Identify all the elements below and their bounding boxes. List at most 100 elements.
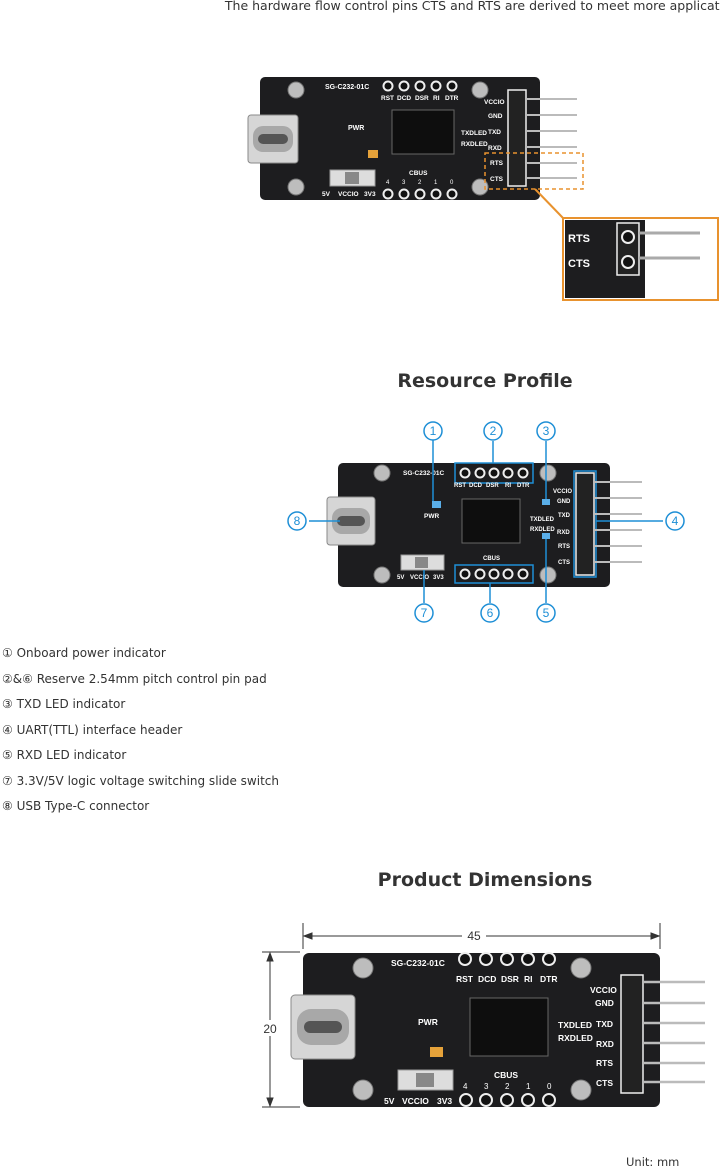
board-3-switch-label: VCCIO xyxy=(402,1096,429,1106)
product-dimensions-title: Product Dimensions xyxy=(377,869,593,891)
board-2-chip xyxy=(461,498,521,544)
zoom-pin-label: RTS xyxy=(568,233,590,245)
board-3-model-label: SG-C232-01C xyxy=(391,958,445,968)
board-3-header xyxy=(620,974,644,1094)
board-2-top-pin-label: RI xyxy=(505,483,511,489)
board-1-cbus-label: CBUS xyxy=(409,170,428,177)
board-2-side-pin-label: CTS xyxy=(558,560,570,566)
board-2-header xyxy=(575,472,595,576)
board-2-top-pin-label: RST xyxy=(454,483,466,489)
board-1-model-label: SG-C232-01C xyxy=(325,84,369,91)
board-3-screw-icon xyxy=(352,957,374,979)
board-2-model-label: SG-C232-01C xyxy=(403,470,444,477)
board-3-screw-icon xyxy=(570,957,592,979)
board-2-led-label: RXDLED xyxy=(530,527,555,533)
board-3-side-pin-label: VCCIO xyxy=(590,985,617,995)
board-3-side-pin-label: RTS xyxy=(596,1058,613,1068)
board-2-switch-label: 3V3 xyxy=(433,575,444,581)
board-1-switch-label: 5V xyxy=(322,191,331,198)
callout-5: 5 xyxy=(543,606,550,620)
board-3-side-pin-label: CTS xyxy=(596,1078,613,1088)
board-2-cbus-label: CBUS xyxy=(483,556,500,562)
board-1-cbus-pin-label: 3 xyxy=(402,180,406,186)
board-1-screw-icon xyxy=(471,81,489,99)
board-1-cbus-pin-label: 2 xyxy=(418,180,422,186)
callout-1: 1 xyxy=(430,424,437,438)
board-1-side-pin-label: RTS xyxy=(490,160,504,167)
feature-item: ① Onboard power indicator xyxy=(2,646,166,660)
board-3-led-label: RXDLED xyxy=(558,1033,593,1043)
board-3-side-pin-label: GND xyxy=(595,998,614,1008)
board-2-side-pin-label: GND xyxy=(557,499,571,505)
board-1-top-pin-label: DCD xyxy=(397,95,411,102)
callout-box-2 xyxy=(454,462,534,484)
board-3-side-pin-label: TXD xyxy=(596,1019,613,1029)
board-3-top-pin-label: RST xyxy=(456,974,474,984)
dimension-width-label: 45 xyxy=(467,929,481,943)
board-1-led-label: TXDLED xyxy=(461,130,487,137)
feature-item: ④ UART(TTL) interface header xyxy=(2,722,183,737)
board-2-screw-icon xyxy=(539,464,557,482)
board-1-top-pin-label: DSR xyxy=(415,95,429,102)
board-3-top-pin-label: DCD xyxy=(478,974,496,984)
board-1-side-pin-label: TXD xyxy=(488,129,501,136)
board-1-cbus-pin-label: 1 xyxy=(434,180,438,186)
board-1-screw-icon xyxy=(471,178,489,196)
dimension-height-label: 20 xyxy=(263,1022,277,1036)
board-1-screw-icon xyxy=(287,178,305,196)
board-2: SG-C232-01C PWR RST DCD DSR RI DTR VCCIO… xyxy=(326,462,642,587)
board-3-top-pin-label: DTR xyxy=(540,974,557,984)
board-2-top-pin-label: DTR xyxy=(517,483,530,489)
board-3-led-label: TXDLED xyxy=(558,1020,592,1030)
board-3-top-pin-label: DSR xyxy=(501,974,519,984)
feature-item: ⑤ RXD LED indicator xyxy=(2,748,127,762)
feature-item: ②&⑥ Reserve 2.54mm pitch control pin pad xyxy=(2,671,267,686)
callout-7: 7 xyxy=(421,606,428,620)
board-2-screw-icon xyxy=(373,566,391,584)
board-1-header xyxy=(507,89,527,187)
board-2-side-pin-label: RXD xyxy=(557,530,570,536)
board-1-top-pin-label: DTR xyxy=(445,95,459,102)
board-3-chip xyxy=(469,997,549,1057)
board-1-side-pin-label: VCCIO xyxy=(484,99,505,106)
callout-box-4 xyxy=(573,470,597,578)
zoom-pin-label: CTS xyxy=(568,258,590,270)
board-2-side-pin-label: VCCIO xyxy=(553,489,572,495)
board-3-screw-icon xyxy=(352,1079,374,1101)
resource-profile-title: Resource Profile xyxy=(397,370,573,392)
board-3: SG-C232-01C PWR RST DCD DSR RI DTR VCCIO… xyxy=(290,952,705,1107)
board-2-side-pin-label: TXD xyxy=(558,513,571,519)
board-3-cbus-pin-label: 3 xyxy=(484,1082,489,1091)
feature-item: ③ TXD LED indicator xyxy=(2,697,126,711)
feature-item: ⑧ USB Type-C connector xyxy=(2,799,150,813)
board-flowcontrol-figure: SG-C232-01C PWR RST DCD DSR RI DTR VCCIO… xyxy=(247,77,719,301)
board-3-screw-icon xyxy=(570,1079,592,1101)
board-1-side-pin-label: RXD xyxy=(488,145,502,152)
board-2-top-pin-label: DCD xyxy=(469,483,483,489)
callout-2: 2 xyxy=(490,424,497,438)
board-3-pwr-label: PWR xyxy=(418,1017,438,1027)
board-3-cbus-pin-label: 2 xyxy=(505,1082,510,1091)
board-2-pwr-label: PWR xyxy=(424,513,439,520)
feature-item: ⑦ 3.3V/5V logic voltage switching slide … xyxy=(2,773,279,788)
board-1-pwr-label: PWR xyxy=(348,125,364,132)
board-2-screw-icon xyxy=(539,566,557,584)
feature-list: ① Onboard power indicator ②&⑥ Reserve 2.… xyxy=(2,645,279,824)
board-1-top-pin-label: RST xyxy=(381,95,394,102)
board-1-side-pin-label: GND xyxy=(488,113,503,120)
board-1-cbus-pin-label: 0 xyxy=(450,180,454,186)
board-1-side-pin-label: CTS xyxy=(490,176,504,183)
board-3-cbus-pin-label: 1 xyxy=(526,1082,531,1091)
board-3-cbus-pin-label: 4 xyxy=(463,1082,468,1091)
board-1-rts-cts-highlight xyxy=(484,152,584,190)
board-1-led-label: RXDLED xyxy=(461,141,488,148)
board-2-led-label: TXDLED xyxy=(530,517,555,523)
board-1-screw-icon xyxy=(287,81,305,99)
board-1-chip xyxy=(391,109,455,155)
board-1-switch-label: 3V3 xyxy=(364,191,376,198)
callout-4: 4 xyxy=(672,514,679,528)
board-2-switch-label: 5V xyxy=(397,575,404,581)
board-3-cbus-pin-label: 0 xyxy=(547,1082,552,1091)
board-1-switch-label: VCCIO xyxy=(338,191,359,198)
resource-profile-figure: SG-C232-01C PWR RST DCD DSR RI DTR VCCIO… xyxy=(287,421,685,623)
